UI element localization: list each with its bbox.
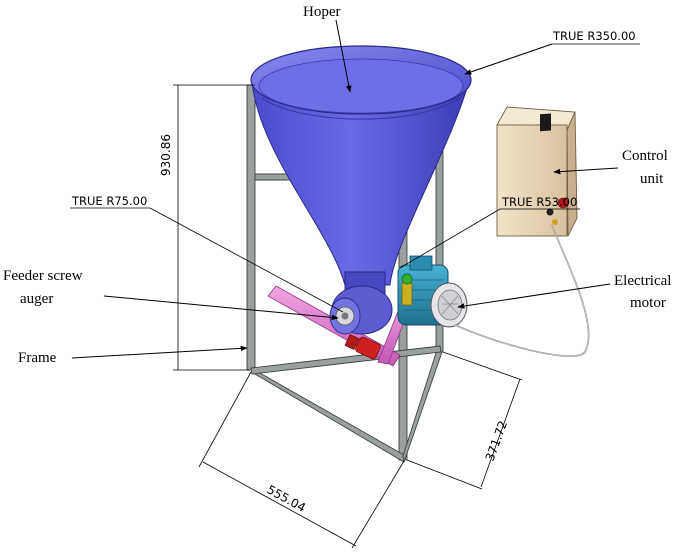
dim-hopper-radius: TRUE R350.00 — [552, 29, 636, 43]
dim-motor-radius: TRUE R53.00 — [501, 195, 577, 209]
frame-bottom-left-bar — [250, 367, 405, 463]
frame-leader — [71, 345, 248, 359]
label-feeder-2: auger — [20, 291, 53, 307]
label-electrical-1: Electrical — [614, 273, 671, 289]
feeder-screw-auger — [267, 285, 413, 367]
label-control-unit-1: Control — [622, 148, 668, 164]
dimensions — [70, 43, 640, 549]
hopper — [250, 45, 472, 299]
label-leaders — [71, 19, 619, 359]
control-box-front — [496, 124, 568, 237]
motor-leader — [457, 283, 611, 309]
depth-ext-top — [442, 351, 523, 381]
frame-leg-back-left — [246, 84, 256, 371]
depth-dim-line — [480, 378, 521, 488]
motor-fitting — [401, 282, 413, 306]
label-control-unit-2: unit — [640, 171, 664, 187]
dim-auger-radius: TRUE R75.00 — [71, 194, 147, 208]
frame-bottom-right-bar — [402, 349, 443, 463]
electrical-motor — [397, 255, 468, 328]
hopper-leader — [335, 19, 352, 93]
dim-depth: 371.72 — [483, 419, 511, 463]
width-ext-left — [198, 371, 252, 468]
width-ext-right — [351, 460, 405, 549]
hopper-inner — [258, 58, 464, 114]
feeder-leader — [103, 295, 339, 321]
label-hopper: Hoper — [303, 4, 341, 20]
frame-bottom-back-bar — [250, 345, 442, 375]
control-unit — [454, 106, 590, 357]
hopper-radius-leader — [464, 43, 553, 75]
control-box-side — [566, 111, 578, 237]
control-display — [540, 113, 551, 132]
motor-terminal-box — [409, 255, 433, 271]
width-dim-line — [202, 461, 357, 547]
hopper-cone — [251, 77, 471, 286]
dim-width: 555.04 — [265, 482, 309, 515]
dim-height: 930.86 — [159, 134, 173, 176]
control-switch — [557, 197, 569, 209]
valve — [355, 336, 381, 360]
label-feeder-1: Feeder screw — [3, 268, 83, 284]
label-frame: Frame — [18, 350, 57, 366]
depth-ext-bottom — [406, 459, 483, 490]
control-unit-leader — [553, 167, 619, 175]
label-electrical-2: motor — [630, 295, 666, 311]
